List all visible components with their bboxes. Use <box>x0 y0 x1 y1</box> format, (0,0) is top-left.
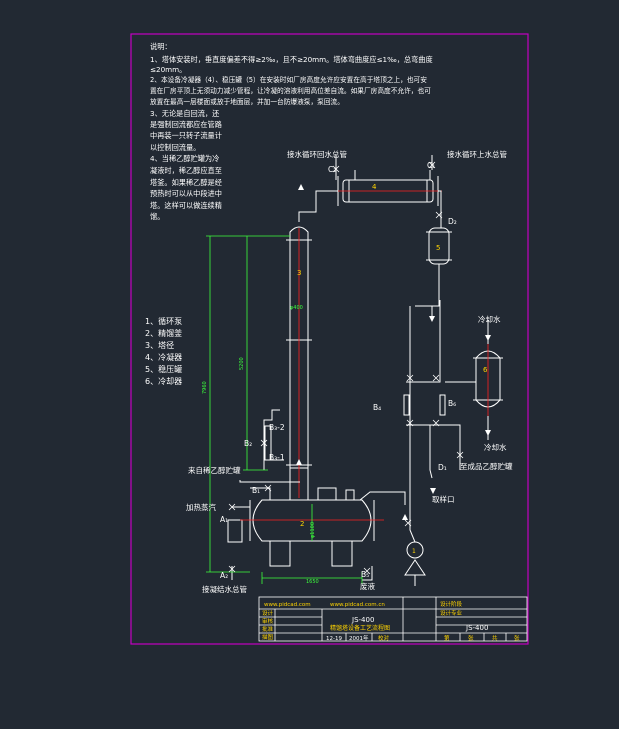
website-2: www.pidcad.com.cn <box>330 602 385 608</box>
sheet-label: 张 <box>514 634 520 642</box>
legend-item: 3、塔径 <box>145 340 174 350</box>
dimension-kettle-length: 1650 <box>306 579 319 585</box>
label-cooling-water-out: 冷却水 <box>484 442 507 452</box>
year-text: 2001年 <box>349 634 369 642</box>
arrow <box>485 430 491 436</box>
model-number: JS-400 <box>351 616 374 624</box>
note-line: 2、本设备冷凝器（4）、稳压罐（5）在安装时如厂房高度允许应安置在高于塔顶之上，… <box>150 75 427 84</box>
label-heating-steam: 加热蒸汽 <box>186 502 216 512</box>
valve-label-b2: B₂ <box>244 439 252 448</box>
legend-item: 6、冷却器 <box>145 376 182 386</box>
valve-label-b6: B₆ <box>448 399 456 408</box>
note-line: 预热时可以从中段进中 <box>150 189 222 198</box>
distillation-column <box>286 226 312 500</box>
note-line: 1、塔体安装时，垂直度偏差不得≥2‰，且不≥20mm。塔体弯曲度应≤1‰，总弯曲… <box>150 55 433 64</box>
row-label: 描图 <box>262 633 274 641</box>
label-condensate-main: 接凝结水总管 <box>202 584 247 594</box>
flow-arrows <box>296 184 491 520</box>
still-kettle <box>227 487 375 567</box>
label-dilute-ethanol: 来自稀乙醇贮罐 <box>188 465 241 475</box>
notes-heading: 说明： <box>150 42 172 51</box>
dimension-lines <box>206 235 363 584</box>
equipment-number-5: 5 <box>436 244 440 252</box>
row-label: 设计 <box>262 609 274 617</box>
drawing-title: 精馏塔设备工艺流程图 <box>330 624 390 632</box>
arrow <box>296 459 302 465</box>
valve-label-b3-2: B₃-2 <box>269 423 285 432</box>
arrow <box>402 514 408 520</box>
model-number-right: JS-400 <box>465 624 488 632</box>
arrow <box>298 184 304 190</box>
valve-labels: C₂ C₁ D₂ B₁ B₂ B₃-2 B₃-1 B₄ B₅ B₆ A₁ A₂ … <box>220 161 457 580</box>
arrow <box>485 335 491 341</box>
label-supply-main: 接水循环上水总管 <box>447 149 507 159</box>
label-to-product-tank: 至成品乙醇贮罐 <box>460 461 513 471</box>
sheet-label: 第 <box>444 634 450 642</box>
stream-labels: 接水循环回水总管 接水循环上水总管 冷却水 冷却水 来自稀乙醇贮罐 加热蒸汽 接… <box>186 149 513 594</box>
title-block-text: www.pidcad.com www.pidcad.com.cn JS-400 … <box>262 600 520 642</box>
condenser <box>337 170 439 206</box>
notes-block: 说明： 1、塔体安装时，垂直度偏差不得≥2‰，且不≥20mm。塔体弯曲度应≤1‰… <box>150 42 433 221</box>
valve-label-b5: B₅ <box>361 570 369 579</box>
dimension-column-dia: φ400 <box>290 305 303 311</box>
note-line: 中再装一只转子流量计 <box>150 131 222 140</box>
note-line: 4、当稀乙醇贮罐为冷 <box>150 154 219 163</box>
dimension-column-height: 5200 <box>239 357 245 370</box>
sheet-label: 共 <box>492 634 498 642</box>
note-line: 放置在最高一层楼面或放于地面层，并加一台防爆液泵，泵回流。 <box>150 97 344 106</box>
valve-label-b1: B₁ <box>252 486 260 495</box>
checker-label: 校对 <box>378 634 390 642</box>
note-line: ≤20mm。 <box>150 65 186 74</box>
dimension-total-height: 7960 <box>202 381 208 394</box>
note-line: 塔釜。如果稀乙醇是经 <box>150 178 222 187</box>
sheet-label: 张 <box>468 634 474 642</box>
equipment-number-1: 1 <box>412 548 416 555</box>
arrow <box>430 488 436 494</box>
valve-label-a2: A₂ <box>220 571 228 580</box>
row-label: 批准 <box>262 625 274 633</box>
equipment-number-4: 4 <box>372 183 377 191</box>
drawing-frame <box>130 33 529 645</box>
legend-item: 5、稳压罐 <box>145 364 182 374</box>
note-line: 凝液时，稀乙醇应直至 <box>150 166 222 175</box>
note-line: 以控制回流量。 <box>150 143 200 152</box>
dimension-kettle-dia: φ1100 <box>310 522 316 538</box>
design-discipline-label: 设计专业 <box>440 609 463 617</box>
valve-label-a1: A₁ <box>220 515 228 524</box>
design-stage-label: 设计阶段 <box>440 600 463 608</box>
note-line: 塔。这样可以做连续精 <box>150 201 222 210</box>
circulation-pump <box>404 541 426 576</box>
label-cooling-water-in: 冷却水 <box>478 314 501 324</box>
valve-label-d1: D₁ <box>438 463 447 472</box>
valve-label-c2: C₂ <box>328 165 336 174</box>
legend-item: 4、冷凝器 <box>145 352 182 362</box>
note-line: 是强制回流都应在管路 <box>150 120 222 129</box>
label-sample-port: 取样口 <box>432 494 455 504</box>
valve-label-c1: C₁ <box>427 161 435 170</box>
note-line: 3、无论是自回流，还 <box>150 109 219 118</box>
equipment-number-3: 3 <box>297 269 301 277</box>
legend-item: 1、循环泵 <box>145 316 182 326</box>
website-1: www.pidcad.com <box>264 602 311 608</box>
valve-label-d2: D₂ <box>448 217 457 226</box>
title-block <box>258 596 528 642</box>
arrow <box>429 316 435 322</box>
equipment-number-6: 6 <box>483 366 488 374</box>
equipment-number-2: 2 <box>300 520 304 528</box>
piping <box>231 155 489 586</box>
note-line: 置在厂房平顶上无须动力减少管程，让冷凝的溶液利用高位差自流。如果厂房高度不允许，… <box>150 86 431 95</box>
date-text: 12-19 <box>326 636 342 642</box>
equipment-legend: 1、循环泵 2、精馏釜 3、塔径 4、冷凝器 5、稳压罐 6、冷却器 <box>145 316 182 386</box>
note-line: 馏。 <box>150 212 164 221</box>
valves <box>228 161 464 575</box>
label-waste: 废液 <box>360 581 375 591</box>
valve-label-b4: B₄ <box>373 403 381 412</box>
row-label: 审核 <box>262 617 274 625</box>
valve-label-b3-1: B₃-1 <box>269 453 285 462</box>
label-return-main: 接水循环回水总管 <box>287 149 347 159</box>
legend-item: 2、精馏釜 <box>145 328 182 338</box>
